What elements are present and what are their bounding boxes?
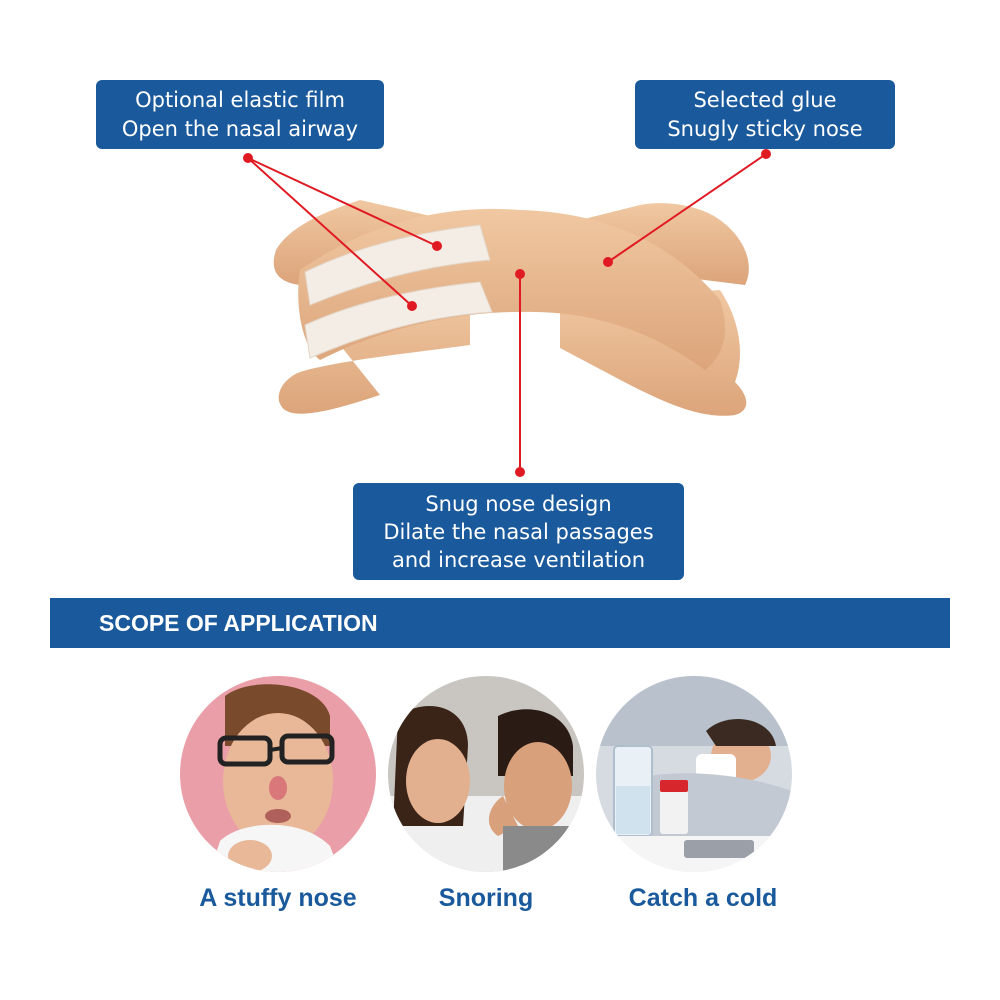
callout-glue-line2: Snugly sticky nose	[667, 116, 863, 141]
couple-in-bed-photo	[388, 676, 584, 872]
callout-film-line1: Optional elastic film	[135, 87, 345, 112]
caption-snoring: Snoring	[438, 884, 534, 912]
caption-catch-a-cold: Catch a cold	[628, 884, 778, 912]
sick-woman-with-medicine-photo	[596, 676, 792, 872]
callout-film-line2: Open the nasal airway	[121, 116, 359, 141]
nasal-strip-illustration	[243, 149, 771, 477]
man-with-tissue-photo	[180, 676, 376, 872]
callout-design-line1: Snug nose design	[425, 491, 612, 516]
pointer-lines	[243, 149, 771, 477]
callout-nose-design: Snug nose design Dilate the nasal passag…	[353, 483, 684, 580]
callout-glue-line1: Selected glue	[693, 87, 837, 112]
caption-stuffy-nose: A stuffy nose	[199, 884, 357, 912]
callout-design-line2: Dilate the nasal passages	[383, 519, 654, 544]
scope-banner: SCOPE OF APPLICATION	[50, 598, 950, 648]
callout-design-line3: and increase ventilation	[391, 547, 646, 572]
scope-title: SCOPE OF APPLICATION	[99, 609, 378, 636]
nasal-strip	[273, 200, 749, 416]
callout-elastic-film: Optional elastic film Open the nasal air…	[96, 80, 384, 149]
callout-selected-glue: Selected glue Snugly sticky nose	[635, 80, 895, 149]
